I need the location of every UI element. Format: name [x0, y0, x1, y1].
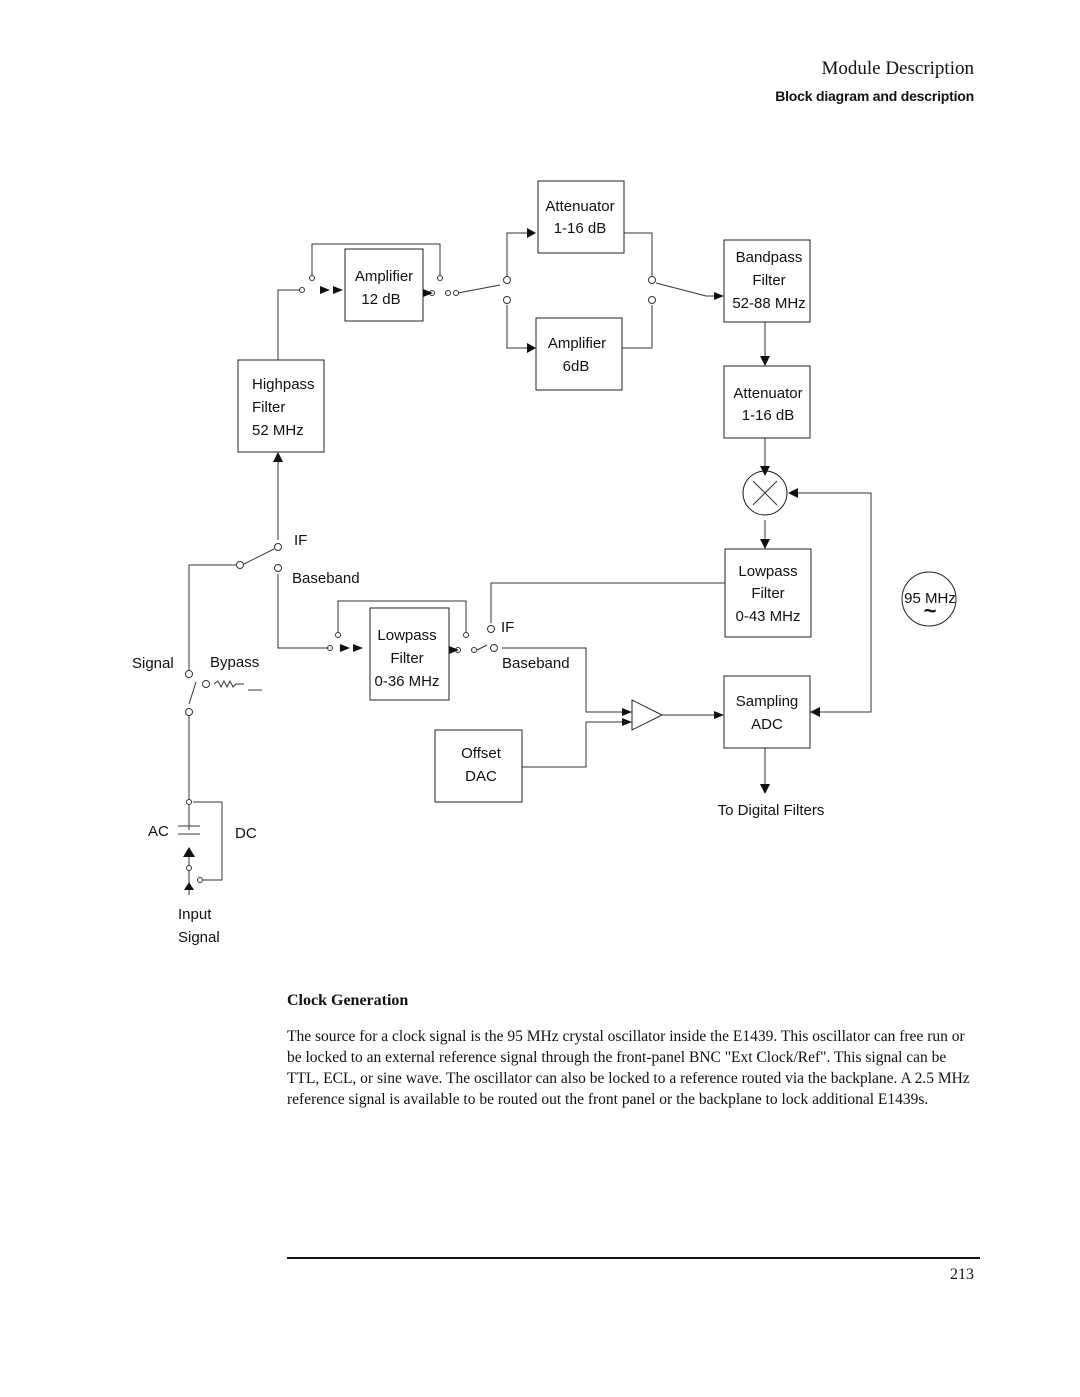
lowpass-36mhz-block — [369, 607, 450, 701]
offset-dac-line2: DAC — [465, 768, 497, 785]
amp6-line2: 6dB — [563, 358, 590, 375]
page-number: 213 — [950, 1266, 974, 1283]
label-baseband-top: Baseband — [292, 570, 360, 587]
highpass-line3: 52 MHz — [252, 422, 304, 439]
amplifier-6db-block — [535, 317, 623, 391]
amp12-line1: Amplifier — [355, 268, 413, 285]
lowpass43-line3: 0-43 MHz — [735, 608, 800, 625]
resistor-icon — [213, 679, 244, 689]
label-if-top: IF — [294, 532, 307, 549]
label-signal: Signal — [132, 655, 174, 672]
label-input-line1: Input — [178, 906, 212, 923]
header-title: Module Description — [821, 58, 974, 79]
bandpass-line2: Filter — [752, 272, 785, 289]
atten-top-line2: 1-16 dB — [554, 220, 607, 237]
sampling-adc-block — [723, 675, 811, 749]
adc-line1: Sampling — [736, 693, 799, 710]
bandpass-line3: 52-88 MHz — [732, 295, 805, 312]
label-dc: DC — [235, 825, 257, 842]
label-bypass: Bypass — [210, 654, 259, 671]
lowpass36-line3: 0-36 MHz — [374, 673, 439, 690]
osc-freq: 95 MHz — [904, 590, 956, 607]
signal-arrows — [273, 228, 820, 794]
label-to-digital-filters: To Digital Filters — [718, 802, 825, 819]
lowpass36-line2: Filter — [390, 650, 423, 667]
bandpass-filter-block — [723, 239, 811, 323]
adc-line2: ADC — [751, 716, 783, 733]
opamp-icon — [631, 699, 664, 731]
lowpass36-line1: Lowpass — [377, 627, 436, 644]
lowpass43-line2: Filter — [751, 585, 784, 602]
osc-tilde: ~ — [924, 598, 937, 623]
offset-dac-line1: Offset — [461, 745, 502, 762]
label-baseband-mid: Baseband — [502, 655, 570, 672]
section-body: The source for a clock signal is the 95 … — [287, 1028, 970, 1108]
attenuator-right-block — [723, 365, 811, 439]
label-if-mid: IF — [501, 619, 514, 636]
atten-right-line2: 1-16 dB — [742, 407, 795, 424]
highpass-filter-block — [237, 359, 325, 453]
capacitor-icon — [178, 825, 200, 835]
amp6-line1: Amplifier — [548, 335, 606, 352]
oscillator-icon — [901, 571, 957, 627]
offset-dac-block — [434, 729, 523, 803]
section-heading: Clock Generation — [287, 992, 409, 1009]
amplifier-12db-block — [344, 248, 424, 322]
bandpass-line1: Bandpass — [736, 249, 803, 266]
atten-right-line1: Attenuator — [733, 385, 802, 402]
footer-divider — [287, 1257, 980, 1259]
lowpass43-line1: Lowpass — [738, 563, 797, 580]
atten-top-line1: Attenuator — [545, 198, 614, 215]
block-diagram: Highpass Filter 52 MHz Amplifier 12 dB A… — [132, 180, 957, 946]
switch-contacts — [185, 275, 716, 883]
highpass-line2: Filter — [252, 399, 285, 416]
amp12-line2: 12 dB — [361, 291, 400, 308]
input-arrow-icon — [183, 847, 195, 857]
attenuator-top-block — [537, 180, 625, 254]
label-input-line2: Signal — [178, 929, 220, 946]
label-ac: AC — [148, 823, 169, 840]
header-subtitle: Block diagram and description — [775, 88, 974, 104]
lowpass-43mhz-block — [724, 548, 812, 638]
highpass-line1: Highpass — [252, 376, 315, 393]
